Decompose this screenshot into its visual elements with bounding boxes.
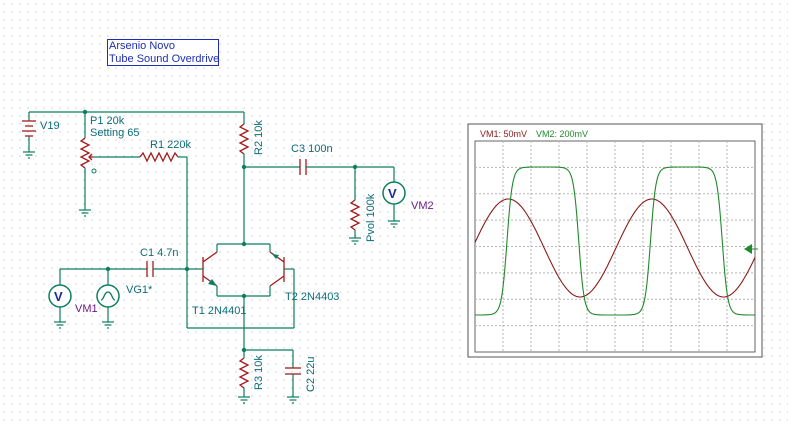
title-line-1: Arsenio Novo bbox=[109, 40, 176, 52]
t1-label: T1 2N4401 bbox=[192, 305, 246, 317]
vm2-trace bbox=[475, 166, 755, 316]
c1-label: C1 4.7n bbox=[140, 247, 179, 259]
t2-label: T2 2N4403 bbox=[285, 291, 339, 303]
p1-setting-label: Setting 65 bbox=[90, 127, 140, 139]
capacitor-c3[interactable] bbox=[299, 159, 307, 175]
vm1-label: VM1 bbox=[75, 303, 98, 315]
ground-icon bbox=[54, 321, 66, 329]
scope-legend-vm2: VM2: 200mV bbox=[536, 129, 588, 139]
title-block[interactable]: Arsenio Novo Tube Sound Overdrive bbox=[107, 39, 219, 66]
c3-label: C3 100n bbox=[291, 143, 333, 155]
scope-legend-vm1: VM1: 50mV bbox=[480, 129, 527, 139]
signal-generator-icon[interactable] bbox=[96, 284, 120, 308]
p1-name-label: P1 20k bbox=[90, 115, 125, 127]
transistor-t2[interactable] bbox=[269, 251, 294, 287]
ground-icon bbox=[349, 237, 361, 245]
r2-label: R2 10k bbox=[253, 120, 265, 155]
title-line-2: Tube Sound Overdrive bbox=[109, 53, 220, 65]
ground-icon bbox=[388, 220, 400, 228]
battery-icon[interactable] bbox=[22, 112, 36, 159]
transistor-t1[interactable] bbox=[198, 251, 218, 287]
svg-text:V: V bbox=[388, 186, 397, 201]
r3-label: R3 10k bbox=[253, 355, 265, 390]
voltmeter-icon[interactable]: V bbox=[48, 284, 72, 308]
c2-label: C2 22u bbox=[305, 357, 317, 392]
vm2-label: VM2 bbox=[411, 200, 434, 212]
scope-grid bbox=[475, 141, 755, 352]
resistor-r1[interactable] bbox=[139, 151, 188, 328]
v19-label: V19 bbox=[40, 120, 60, 132]
ground-icon bbox=[23, 151, 35, 159]
ground-icon bbox=[79, 209, 91, 217]
ground-icon bbox=[238, 396, 250, 404]
potentiometer-pvol[interactable] bbox=[349, 167, 361, 245]
r1-label: R1 220k bbox=[150, 139, 191, 151]
voltmeter-icon[interactable]: V bbox=[382, 181, 406, 205]
ground-icon bbox=[287, 396, 299, 404]
pvol-label: Pvol 100k bbox=[365, 193, 377, 242]
vm1-trace bbox=[474, 198, 756, 298]
resistor-r2[interactable] bbox=[238, 123, 250, 155]
junction-dot bbox=[184, 266, 190, 272]
resistor-r3[interactable] bbox=[238, 350, 250, 404]
oscilloscope-panel[interactable] bbox=[467, 123, 763, 358]
potentiometer-p1[interactable] bbox=[79, 112, 140, 217]
ground-icon bbox=[102, 321, 114, 329]
vg1-label: VG1* bbox=[126, 284, 153, 296]
capacitor-c2[interactable] bbox=[285, 350, 301, 404]
trace-cursor-icon bbox=[744, 244, 758, 254]
svg-text:V: V bbox=[54, 289, 63, 304]
capacitor-c1[interactable] bbox=[146, 261, 154, 277]
